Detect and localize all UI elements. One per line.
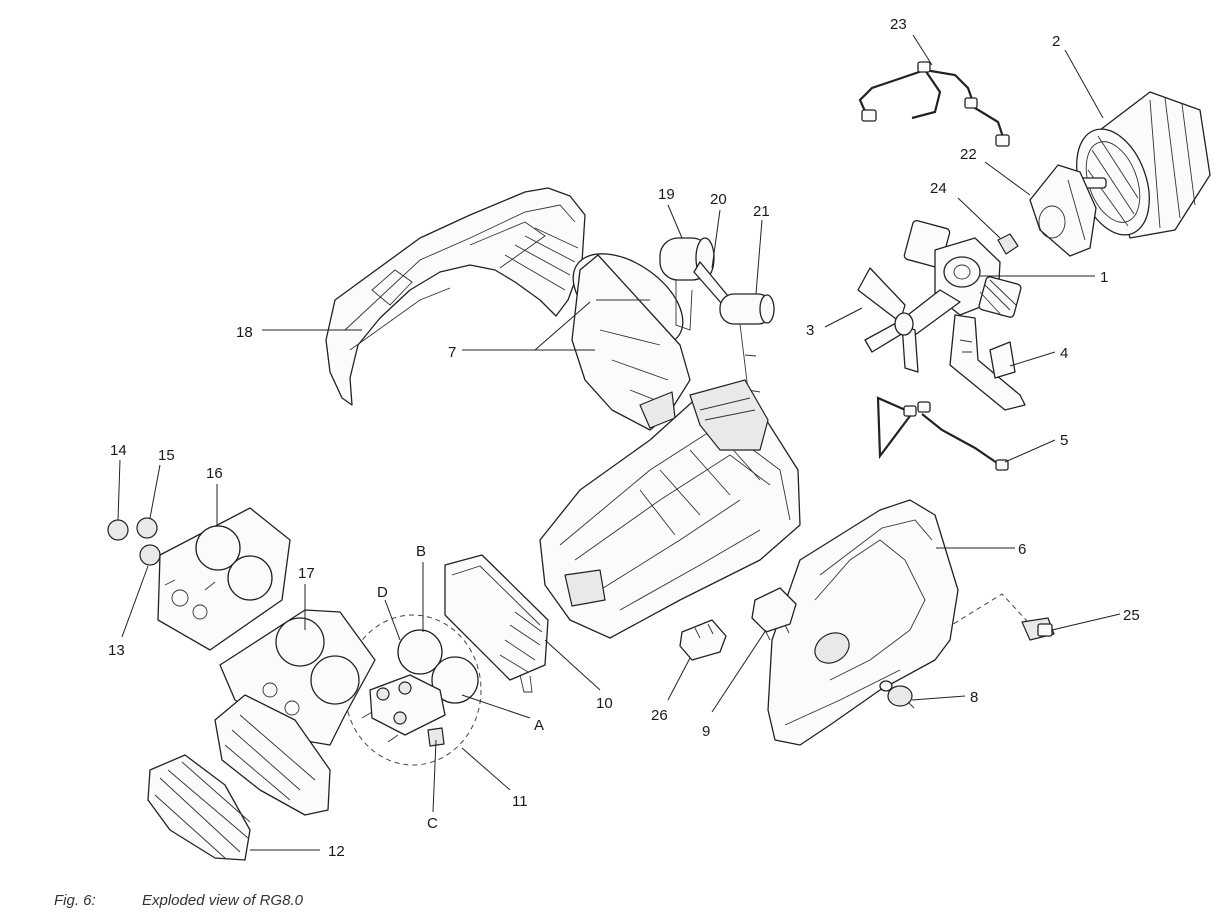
part-13-knob — [139, 544, 161, 566]
callout-24: 24 — [930, 180, 947, 197]
callout-10: 10 — [596, 695, 613, 712]
base-chassis — [539, 379, 801, 639]
part-23-hose — [858, 61, 1010, 147]
callout-6: 6 — [1018, 541, 1026, 558]
callout-26: 26 — [651, 707, 668, 724]
part-25-switch — [949, 593, 1055, 641]
part-18-top-cover — [325, 187, 586, 406]
part-9-relay — [751, 587, 797, 641]
part-1-compressor — [903, 220, 1022, 318]
callout-19: 19 — [658, 186, 675, 203]
callout-12: 12 — [328, 843, 345, 860]
callout-b: B — [416, 543, 426, 560]
callout-c: C — [427, 815, 438, 832]
part-3-fan — [857, 267, 961, 373]
part-7-fan-shroud — [571, 253, 691, 431]
part-12-grille — [147, 694, 331, 861]
callout-labels: 1 2 3 4 5 6 7 8 9 10 11 12 13 14 15 16 1… — [108, 16, 1140, 860]
callout-25: 25 — [1123, 607, 1140, 624]
callout-23: 23 — [890, 16, 907, 33]
callout-11: 11 — [512, 793, 528, 810]
part-14-knob — [107, 519, 129, 541]
part-8-knob — [879, 680, 915, 709]
figure-caption: Fig. 6: Exploded view of RG8.0 — [54, 892, 303, 909]
callout-d: D — [377, 584, 388, 601]
callout-18: 18 — [236, 324, 253, 341]
part-10-control-box — [444, 554, 549, 693]
callout-4: 4 — [1060, 345, 1068, 362]
part-5-tube — [876, 396, 1009, 471]
callout-17: 17 — [298, 565, 315, 582]
part-15-knob — [136, 517, 158, 539]
leader-lines — [117, 34, 1121, 851]
part-6-housing — [767, 499, 959, 746]
callout-14: 14 — [110, 442, 127, 459]
callout-16: 16 — [206, 465, 223, 482]
callout-9: 9 — [702, 723, 710, 740]
part-21-capacitor — [719, 293, 775, 393]
gauge-b — [397, 629, 443, 675]
part-16-panel — [157, 507, 291, 651]
part-26-relay — [679, 619, 727, 661]
callout-5: 5 — [1060, 432, 1068, 449]
callout-3: 3 — [806, 322, 814, 339]
part-24-clip — [997, 233, 1019, 255]
figure-number: Fig. 6: — [54, 892, 96, 909]
part-11-manifold — [344, 614, 482, 766]
figure-title: Exploded view of RG8.0 — [142, 892, 303, 909]
callout-2: 2 — [1052, 33, 1060, 50]
callout-21: 21 — [753, 203, 770, 220]
callout-13: 13 — [108, 642, 125, 659]
callout-8: 8 — [970, 689, 978, 706]
callout-1: 1 — [1100, 269, 1108, 286]
part-22-flange — [1029, 164, 1097, 257]
callout-20: 20 — [710, 191, 727, 208]
gauge-a — [431, 656, 479, 704]
exploded-view-drawing: 1 2 3 4 5 6 7 8 9 10 11 12 13 14 15 16 1… — [107, 16, 1211, 861]
callout-15: 15 — [158, 447, 175, 464]
callout-a: A — [534, 717, 544, 734]
callout-22: 22 — [960, 146, 977, 163]
callout-7: 7 — [448, 344, 456, 361]
part-4-bracket — [949, 314, 1026, 411]
